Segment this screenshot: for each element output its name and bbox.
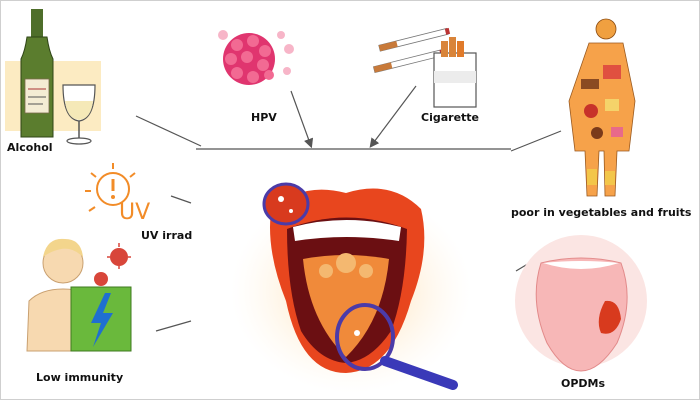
immunity-line <box>155 320 192 332</box>
sun-warning-icon: UV <box>85 163 150 225</box>
body-food-icon <box>568 18 636 197</box>
cigarette-icon <box>372 27 477 108</box>
tongue-lesion-icon <box>515 235 647 372</box>
label-alcohol: Alcohol <box>7 141 53 154</box>
wine-glass-icon <box>62 84 96 145</box>
alcohol-line <box>135 115 202 147</box>
person-icon <box>26 238 132 352</box>
cigarette-arrow <box>369 85 417 148</box>
label-hpv: HPV <box>251 111 277 124</box>
wine-bottle-icon <box>20 9 54 138</box>
virus-icon <box>218 30 294 85</box>
label-uv-irradiation: UV irrad <box>141 229 193 242</box>
mouth-icon <box>231 182 471 393</box>
uv-line <box>170 195 192 204</box>
virus-small-icon <box>94 248 128 286</box>
magnifier-icon <box>335 303 395 371</box>
diet-line <box>510 130 562 152</box>
connector-lines <box>135 85 562 332</box>
alcohol-illustration <box>5 9 101 145</box>
label-low-immunity: Low immunity <box>36 371 124 384</box>
label-cigarette: Cigarette <box>421 111 480 124</box>
hpv-arrow <box>290 90 314 149</box>
uv-icon-text: UV <box>119 200 150 225</box>
label-opdms: OPDMs <box>561 377 606 390</box>
lightning-icon <box>91 293 113 347</box>
label-diet: poor in vegetables and fruits <box>511 206 692 219</box>
